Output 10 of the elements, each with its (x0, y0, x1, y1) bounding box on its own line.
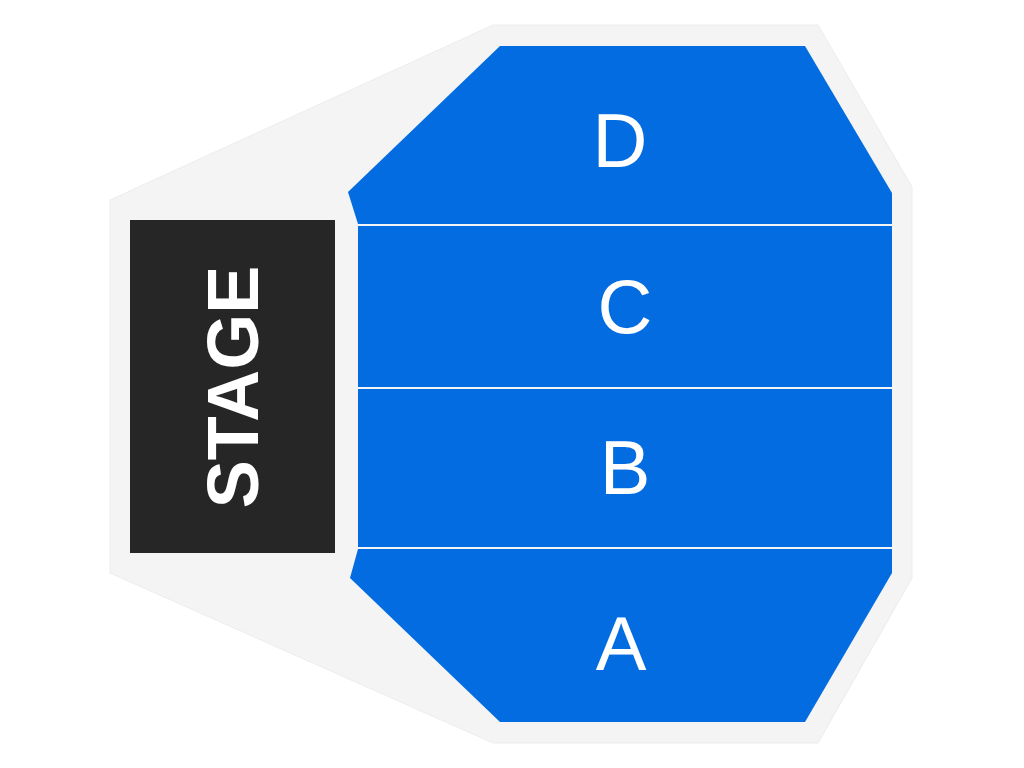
seating-section (358, 389, 892, 547)
seating-section (350, 549, 892, 722)
stage-label: STAGE (196, 265, 269, 508)
section-label: A (595, 606, 647, 682)
section-label: B (599, 430, 651, 506)
stage-block (130, 220, 335, 553)
seating-section (348, 46, 892, 224)
seating-section (358, 226, 892, 387)
section-label: C (597, 268, 653, 345)
section-label: D (592, 103, 648, 179)
